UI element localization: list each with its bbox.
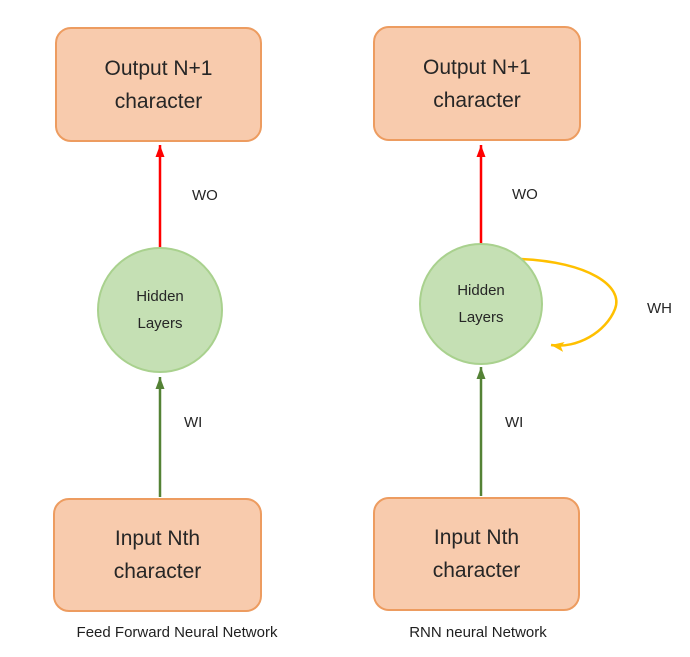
rnn-output-box-line1: Output N+1: [423, 55, 531, 79]
rnn-hidden-node-line1: Hidden: [457, 282, 505, 299]
rnn-hidden-node: Hidden Layers: [419, 243, 543, 365]
rnn-wh-label: WH: [647, 300, 672, 317]
ffnn-hidden-node: Hidden Layers: [97, 247, 223, 373]
ffnn-output-box: Output N+1 character: [55, 27, 262, 142]
rnn-input-box: Input Nth character: [373, 497, 580, 611]
ffnn-wi-label: WI: [184, 414, 203, 431]
ffnn-output-box-line1: Output N+1: [104, 56, 213, 80]
rnn-output-box: Output N+1 character: [373, 26, 581, 141]
rnn-wi-label: WI: [505, 414, 524, 431]
ffnn-wo-label: WO: [192, 187, 218, 204]
ffnn-input-box: Input Nth character: [53, 498, 262, 612]
ffnn-hidden-node-line2: Layers: [137, 315, 183, 332]
ffnn-hidden-node-line1: Hidden: [136, 288, 184, 305]
rnn-wo-label: WO: [512, 186, 538, 203]
rnn-caption: RNN neural Network: [409, 624, 547, 641]
ffnn-input-box-line1: Input Nth: [114, 527, 201, 550]
ffnn-output-box-line2: character: [114, 89, 203, 113]
ffnn-caption: Feed Forward Neural Network: [76, 624, 278, 641]
rnn-hidden-node-line2: Layers: [458, 309, 504, 326]
ffnn-input-box-line2: character: [113, 560, 202, 583]
rnn-input-box-line2: character: [432, 559, 521, 582]
rnn-input-box-line1: Input Nth: [433, 526, 520, 549]
rnn-output-box-line2: character: [433, 88, 521, 112]
